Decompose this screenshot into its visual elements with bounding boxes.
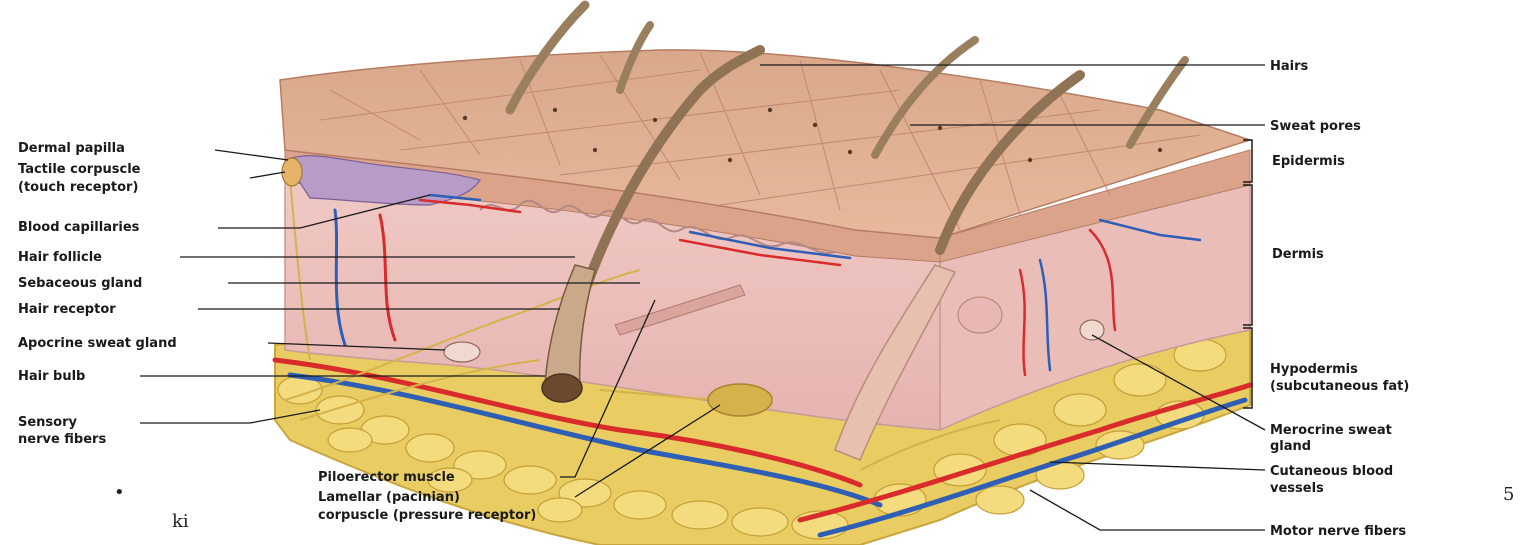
label-blood-capillaries: Blood capillaries bbox=[18, 220, 140, 235]
lamellar-corpuscle bbox=[708, 384, 772, 416]
labels-right: Hairs Sweat pores Epidermis Dermis Hypod… bbox=[1270, 59, 1409, 539]
apocrine-gland bbox=[444, 342, 480, 362]
label-hair-follicle: Hair follicle bbox=[18, 250, 102, 265]
label-sensory-nerve: Sensory bbox=[18, 415, 78, 430]
label-motor-nerve-fibers: Motor nerve fibers bbox=[1270, 524, 1406, 539]
label-merocrine-sweat-gland: Merocrine sweat bbox=[1270, 423, 1392, 438]
bullet-glyph: • bbox=[114, 482, 125, 503]
label-apocrine-sweat-gland: Apocrine sweat gland bbox=[18, 336, 177, 351]
label-sebaceous-gland: Sebaceous gland bbox=[18, 276, 142, 291]
label-tactile-corpuscle: Tactile corpuscle bbox=[18, 162, 141, 177]
label-cutaneous-blood-vessels-sub: vessels bbox=[1270, 481, 1324, 496]
label-lamellar-corpuscle: Lamellar (pacinian) bbox=[318, 490, 460, 505]
labels-left: Dermal papilla Tactile corpuscle (touch … bbox=[18, 141, 177, 447]
label-hair-receptor: Hair receptor bbox=[18, 302, 116, 317]
label-dermal-papilla: Dermal papilla bbox=[18, 141, 125, 156]
page-number: 5 bbox=[1503, 484, 1514, 505]
label-epidermis: Epidermis bbox=[1272, 154, 1345, 169]
hair-bulb bbox=[542, 374, 582, 402]
label-hypodermis: Hypodermis bbox=[1270, 362, 1358, 377]
text-fragment: ki bbox=[172, 511, 189, 532]
label-cutaneous-blood-vessels: Cutaneous blood bbox=[1270, 464, 1393, 479]
label-hairs: Hairs bbox=[1270, 59, 1309, 74]
label-lamellar-corpuscle-sub: corpuscle (pressure receptor) bbox=[318, 508, 536, 523]
label-sweat-pores: Sweat pores bbox=[1270, 119, 1361, 134]
label-sensory-nerve-sub: nerve fibers bbox=[18, 432, 106, 447]
label-hair-bulb: Hair bulb bbox=[18, 369, 85, 384]
label-merocrine-sweat-gland-sub: gland bbox=[1270, 439, 1311, 454]
label-arrector-pili: Piloerector muscle bbox=[318, 470, 455, 485]
label-dermis: Dermis bbox=[1272, 247, 1324, 262]
sebaceous-gland bbox=[958, 297, 1002, 333]
label-tactile-corpuscle-sub: (touch receptor) bbox=[18, 180, 138, 195]
merocrine-gland bbox=[1080, 320, 1104, 340]
label-hypodermis-sub: (subcutaneous fat) bbox=[1270, 379, 1409, 394]
